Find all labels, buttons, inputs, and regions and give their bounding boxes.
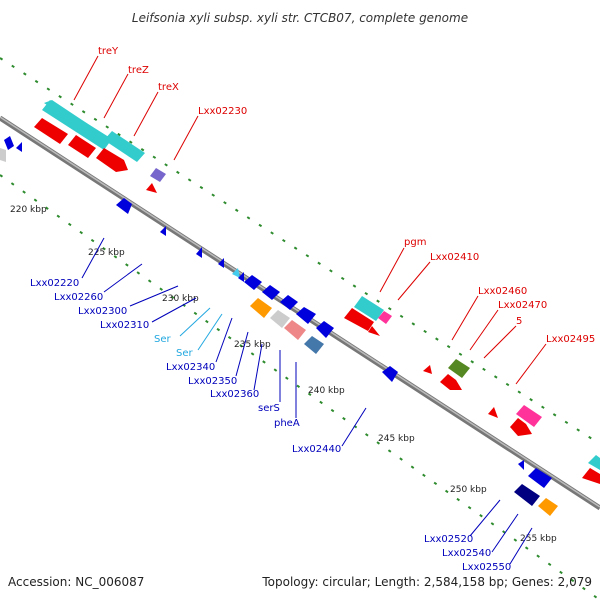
gene-olive	[448, 359, 470, 378]
gene-label-Lxx02230: Lxx02230	[198, 106, 247, 117]
gene-blue-4	[262, 285, 280, 300]
gene-pgm-pink	[378, 311, 392, 324]
gene-label-Lxx02440: Lxx02440	[292, 444, 341, 455]
gene-red-4	[146, 183, 157, 193]
kbp-markers: 220 kbp 225 kbp 230 kbp 235 kbp 240 kbp …	[10, 205, 557, 544]
gene-Lxx02340-orange	[250, 298, 272, 318]
gene-label-Lxx02470: Lxx02470	[498, 300, 547, 311]
gene-Lxx02220	[116, 198, 132, 214]
gene-label-pheA: pheA	[274, 418, 300, 429]
gene-label-treX: treX	[158, 82, 179, 93]
gene-blue-2	[16, 142, 22, 152]
gene-pheA-slate	[304, 336, 324, 354]
gene-label-Lxx02220: Lxx02220	[30, 278, 79, 289]
gene-red-10	[510, 418, 532, 436]
gene-label-Lxx02460: Lxx02460	[478, 286, 527, 297]
gene-label-serS: serS	[258, 403, 280, 414]
gene-red-2	[68, 135, 96, 158]
kbp-marker: 250 kbp	[450, 485, 487, 495]
gene-treY-body	[42, 100, 112, 150]
genome-title: Leifsonia xyli subsp. xyli str. CTCB07, …	[132, 11, 468, 25]
gene-blue-3	[244, 275, 262, 290]
gene-label-Lxx02495: Lxx02495	[546, 334, 595, 345]
gene-labels-top: treY treZ treX Lxx02230 pgm Lxx02410 Lxx…	[98, 46, 595, 345]
leader-lines-bottom	[81, 237, 533, 565]
gene-Lxx02230	[150, 168, 166, 182]
gene-label-pgm: pgm	[404, 237, 426, 248]
topology-label: Topology: circular; Length: 2,584,158 bp…	[261, 575, 592, 589]
gene-Lxx02540-navy	[514, 484, 540, 506]
gene-blue-6	[296, 307, 316, 324]
kbp-marker: 230 kbp	[162, 294, 199, 304]
gene-label-Ser: Ser	[154, 334, 172, 345]
gene-red-3	[96, 148, 128, 172]
gene-Lxx02300	[196, 247, 202, 258]
accession-label: Accession: NC_006087	[8, 575, 144, 589]
gene-label-Lxx02310: Lxx02310	[100, 320, 149, 331]
kbp-marker: 235 kbp	[234, 340, 271, 350]
tick-ring-inner	[0, 174, 600, 600]
gene-label-Lxx02550: Lxx02550	[462, 562, 511, 573]
gene-label-Lxx02540: Lxx02540	[442, 548, 491, 559]
kbp-marker: 255 kbp	[520, 534, 557, 544]
gene-label-Lxx02360: Lxx02360	[210, 389, 259, 400]
gene-Lxx02550-orange	[538, 498, 558, 516]
gene-Ser-2	[238, 272, 244, 282]
gene-red-8	[440, 374, 462, 390]
gene-treZ	[104, 131, 145, 162]
gene-features-bottom	[0, 136, 558, 516]
leader-lines-top	[73, 55, 547, 385]
gene-treX-red	[34, 118, 68, 144]
gene-Lxx02310	[218, 258, 224, 268]
kbp-marker: 240 kbp	[308, 386, 345, 396]
gene-Ser-1	[232, 268, 240, 278]
gene-label-treZ: treZ	[128, 65, 149, 76]
gene-red-9	[488, 407, 498, 418]
gene-serS-grey	[270, 310, 290, 328]
gene-Lxx02520	[528, 468, 552, 488]
gene-label-treY: treY	[98, 46, 119, 57]
gene-label-Lxx02300: Lxx02300	[78, 306, 127, 317]
gene-Lxx02260	[160, 226, 166, 236]
gene-Lxx02495-pink	[516, 405, 542, 427]
kbp-marker: 220 kbp	[10, 205, 47, 215]
gene-label-Ser: Ser	[176, 348, 194, 359]
gene-grey-edge	[0, 148, 6, 162]
gene-serS-salmon	[284, 320, 306, 340]
gene-features-top	[34, 100, 600, 484]
gene-blue-1	[4, 136, 14, 150]
gene-red-edge	[582, 468, 600, 484]
gene-red-7	[423, 365, 432, 374]
kbp-marker: 245 kbp	[378, 434, 415, 444]
gene-label-Lxx02260: Lxx02260	[54, 292, 103, 303]
gene-blue-8	[518, 460, 524, 470]
gene-label-5: 5	[516, 316, 522, 327]
gene-Lxx02440	[382, 366, 398, 382]
gene-label-Lxx02350: Lxx02350	[188, 376, 237, 387]
gene-blue-5	[280, 295, 298, 310]
gene-label-Lxx02410: Lxx02410	[430, 252, 479, 263]
kbp-marker: 225 kbp	[88, 248, 125, 258]
gene-blue-7	[316, 321, 334, 338]
gene-label-Lxx02340: Lxx02340	[166, 362, 215, 373]
gene-red-5	[344, 308, 374, 331]
gene-label-Lxx02520: Lxx02520	[424, 534, 473, 545]
gene-labels-bottom: Lxx02220 Lxx02260 Lxx02300 Lxx02310 Ser …	[30, 278, 511, 573]
gene-pgm	[354, 296, 384, 321]
gene-red-6	[368, 326, 380, 336]
gene-cyan-edge	[588, 455, 600, 470]
